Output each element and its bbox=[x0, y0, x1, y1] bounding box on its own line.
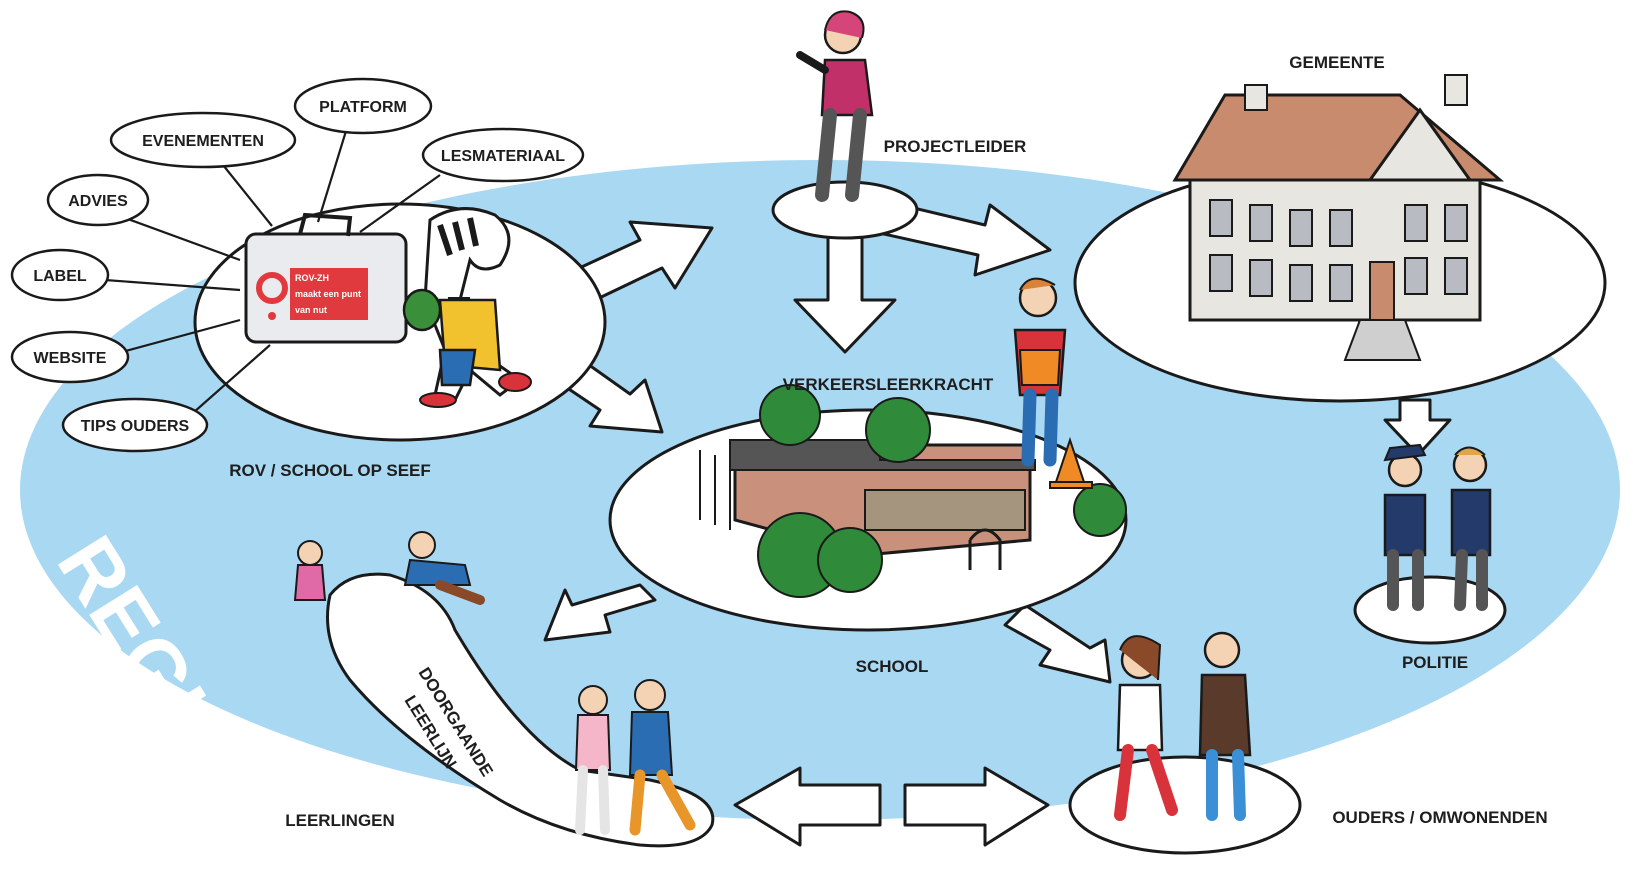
arrow-rov-to-projectleider bbox=[573, 220, 714, 302]
label-leerlingen: LEERLINGEN bbox=[285, 811, 395, 830]
teacher-figure-icon bbox=[1013, 277, 1067, 467]
label-ouders: OUDERS / OMWONENDEN bbox=[1332, 808, 1547, 827]
school-node bbox=[608, 277, 1128, 632]
projectleider-node bbox=[771, 10, 919, 240]
bubble-evenementen-label: EVENEMENTEN bbox=[142, 133, 264, 150]
bubble-tips-ouders: TIPS OUDERS bbox=[61, 397, 209, 453]
resource-bubbles: PLATFORM EVENEMENTEN LESMATERIAAL ADVIES… bbox=[10, 77, 585, 453]
bubble-label: LABEL bbox=[10, 248, 110, 302]
suitcase-text-2: maakt een punt bbox=[295, 289, 361, 299]
label-school: SCHOOL bbox=[856, 657, 929, 676]
townhall-icon bbox=[1172, 74, 1505, 361]
woman-figure-icon bbox=[796, 10, 874, 202]
bubble-lesmateriaal-label: LESMATERIAAL bbox=[441, 148, 565, 165]
arrow-school-to-ouders bbox=[1003, 603, 1112, 684]
bubble-lesmateriaal: LESMATERIAAL bbox=[421, 127, 585, 183]
label-verkeersleerkracht: VERKEERSLEERKRACHT bbox=[783, 375, 994, 394]
traffic-cone-icon bbox=[1049, 436, 1093, 489]
bubble-website-label: WEBSITE bbox=[34, 350, 107, 367]
arrow-projectleider-to-gemeente bbox=[873, 198, 1052, 277]
parents-icon bbox=[1114, 631, 1252, 821]
bubble-advies: ADVIES bbox=[46, 173, 150, 227]
zebra-mascot-icon bbox=[402, 207, 532, 408]
flow-arrows bbox=[543, 198, 1452, 847]
students-walking-icon bbox=[574, 679, 696, 836]
label-gemeente: GEMEENTE bbox=[1289, 53, 1384, 72]
politie-node bbox=[1353, 443, 1507, 645]
police-officers-icon bbox=[1383, 443, 1492, 611]
ouders-node bbox=[1068, 631, 1302, 855]
arrow-gemeente-to-politie bbox=[1383, 398, 1452, 457]
suitcase-icon: ROV-ZH maakt een punt van nut bbox=[244, 212, 408, 344]
arrow-ouders-to-leerlingen bbox=[733, 766, 882, 847]
trees-icon bbox=[757, 384, 1127, 598]
leerlingen-node: DOORGAANDE LEERLIJN bbox=[293, 531, 715, 848]
bubble-evenementen: EVENEMENTEN bbox=[109, 111, 297, 169]
arrow-projectleider-to-school bbox=[793, 226, 897, 354]
bubble-tips-ouders-label: TIPS OUDERS bbox=[81, 418, 190, 435]
bubble-website: WEBSITE bbox=[10, 330, 130, 384]
children-playing-icon bbox=[293, 531, 485, 605]
suitcase-text-3: van nut bbox=[295, 305, 327, 315]
label-projectleider: PROJECTLEIDER bbox=[884, 137, 1027, 156]
bubble-platform-label: PLATFORM bbox=[319, 99, 407, 116]
rov-disc: ROV-ZH maakt een punt van nut bbox=[193, 202, 607, 442]
bubble-platform: PLATFORM bbox=[293, 77, 433, 135]
gemeente-node bbox=[1073, 74, 1607, 403]
label-rov-school: ROV / SCHOOL OP SEEF bbox=[229, 461, 431, 480]
bubble-label-label: LABEL bbox=[33, 268, 87, 285]
suitcase-text-1: ROV-ZH bbox=[295, 273, 329, 283]
arrow-leerlingen-to-ouders bbox=[903, 766, 1050, 847]
arrow-school-to-leerlingen bbox=[543, 583, 657, 642]
bubble-advies-label: ADVIES bbox=[68, 193, 128, 210]
label-politie: POLITIE bbox=[1402, 653, 1468, 672]
